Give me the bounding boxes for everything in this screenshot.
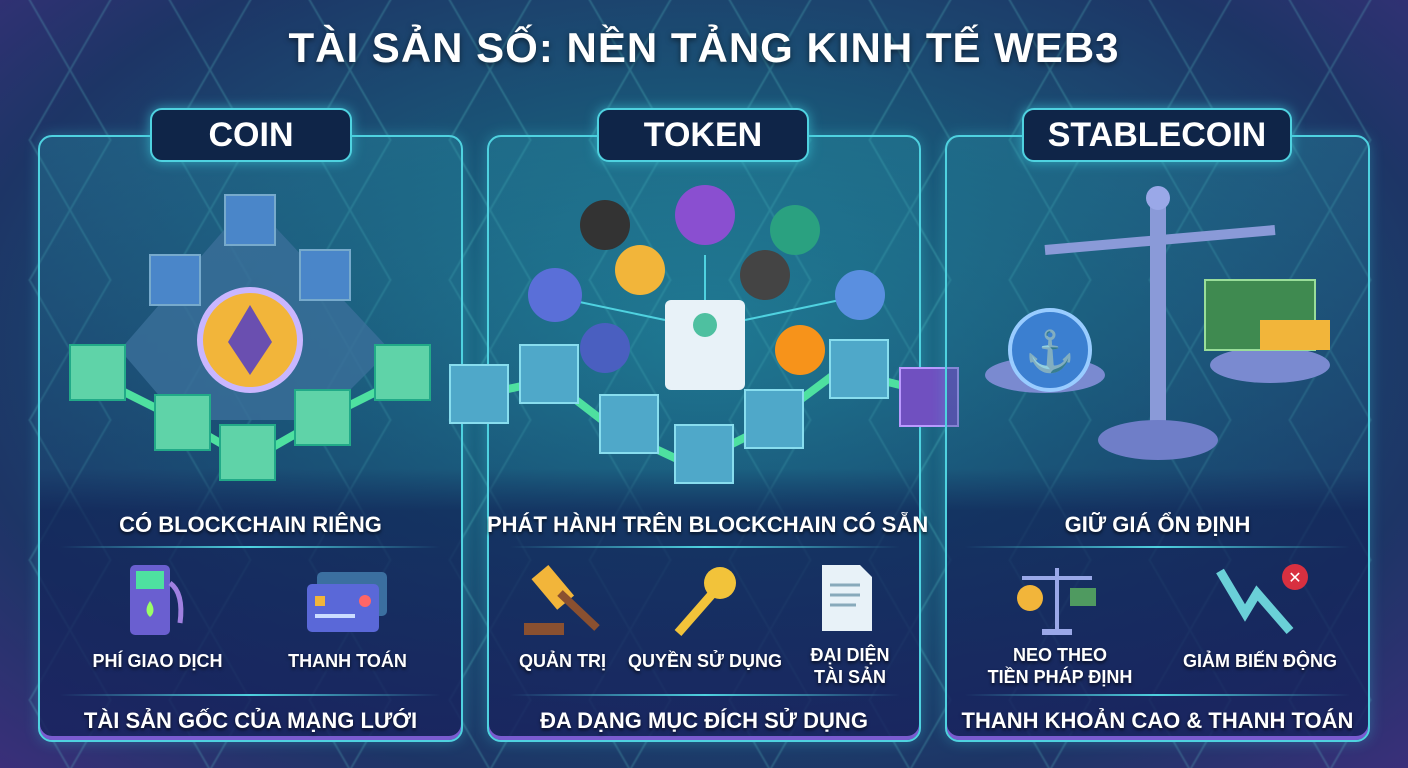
stablecoin-header: STABLECOIN (1022, 108, 1292, 162)
divider (510, 694, 900, 696)
feature-label: QUYỀN SỬ DỤNG (628, 651, 782, 671)
label-line: ĐẠI DIỆN (810, 645, 890, 665)
token-footer: ĐA DẠNG MỤC ĐÍCH SỬ DỤNG (540, 708, 868, 733)
feature-label: THANH TOÁN (288, 651, 407, 671)
feature-label: GIẢM BIẾN ĐỘNG (1182, 651, 1337, 671)
feature-label: PHÍ GIAO DỊCH (92, 651, 223, 671)
svg-text:✕: ✕ (1288, 570, 1301, 587)
anchor-coin-icon (1008, 308, 1092, 392)
stablecoin-subtitle: GIỮ GIÁ ỔN ĐỊNH (1064, 512, 1251, 537)
key-icon (674, 567, 736, 636)
divider (510, 546, 900, 548)
label-line: TIỀN PHÁP ĐỊNH (987, 667, 1133, 687)
divider (60, 694, 440, 696)
label-line: TÀI SẢN (814, 667, 886, 687)
token-subtitle: PHÁT HÀNH TRÊN BLOCKCHAIN CÓ SẴN (487, 512, 929, 537)
balance-scale-icon (1017, 568, 1096, 635)
label-line: NEO THEO (1012, 645, 1107, 665)
svg-text:⚓: ⚓ (1025, 328, 1075, 374)
divider (965, 694, 1350, 696)
feature-label: QUẢN TRỊ (519, 651, 606, 671)
downtrend-arrow-icon: ✕ (1216, 564, 1308, 634)
mountain-blockchain-illustration (69, 194, 431, 481)
coin-subtitle: CÓ BLOCKCHAIN RIÊNG (119, 512, 382, 537)
divider (60, 546, 440, 548)
page-title: TÀI SẢN SỐ: NỀN TẢNG KINH TẾ WEB3 (288, 24, 1120, 71)
divider (965, 546, 1350, 548)
credit-card-icon (307, 572, 387, 632)
document-icon (822, 565, 872, 631)
coin-header: COIN (150, 108, 352, 162)
fuel-pump-icon (130, 565, 184, 635)
gavel-icon (524, 564, 600, 635)
token-header: TOKEN (597, 108, 809, 162)
token-ecosystem-illustration (449, 185, 959, 484)
stablecoin-footer: THANH KHOẢN CAO & THANH TOÁN (961, 708, 1354, 733)
balance-scale-illustration: ⚓ (985, 186, 1330, 460)
coin-footer: TÀI SẢN GỐC CỦA MẠNG LƯỚI (83, 708, 418, 733)
